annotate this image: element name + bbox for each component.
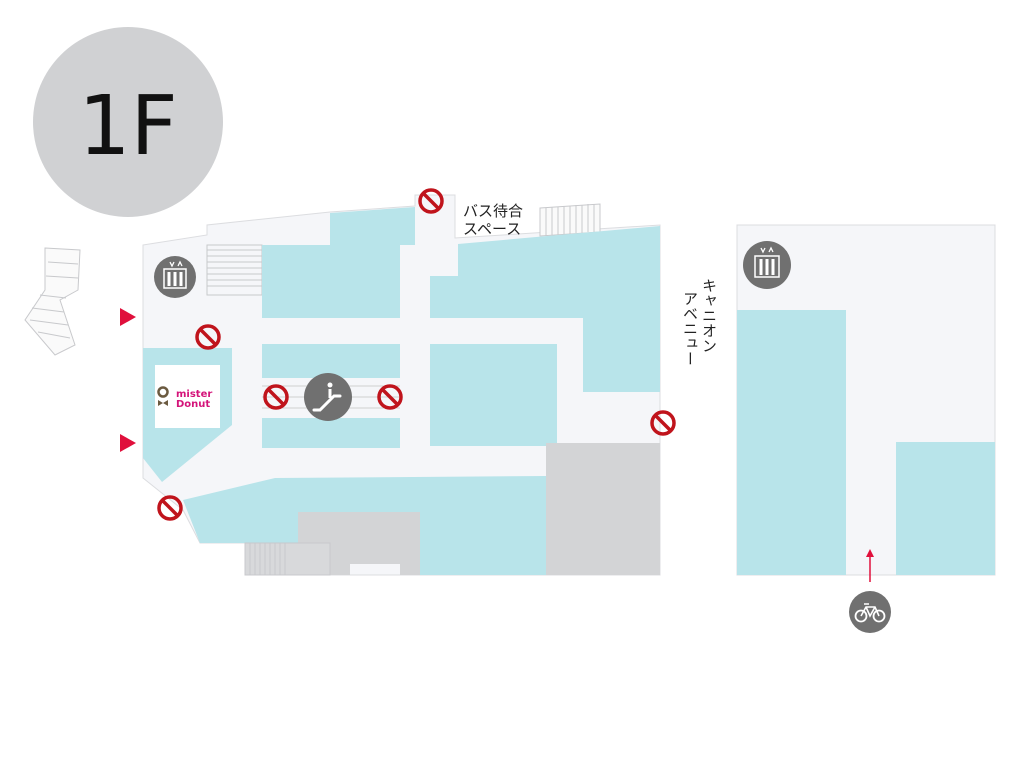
floor-label: 1F xyxy=(78,79,177,174)
no-entry-icon xyxy=(650,410,676,436)
shop-center-lower xyxy=(262,418,400,448)
shop-top-small xyxy=(330,207,415,245)
shop-right-tall xyxy=(737,310,846,575)
elevator-icon[interactable] xyxy=(743,241,791,289)
bicycle-entrance-arrow-icon xyxy=(866,549,874,582)
shop-bottom xyxy=(183,476,546,575)
donut-logo-icon xyxy=(157,386,169,398)
shop-top-right xyxy=(430,226,660,392)
entrance-arrow-icon xyxy=(120,434,136,452)
bicycle-parking-icon[interactable] xyxy=(849,591,891,633)
no-entry-icon xyxy=(157,495,183,521)
elevator-icon[interactable] xyxy=(154,256,196,298)
canyon-avenue-label-1: キャニオン xyxy=(700,278,718,353)
mister-donut-shop[interactable]: mister Donut xyxy=(155,365,220,428)
no-entry-icon xyxy=(195,324,221,350)
no-entry-icon xyxy=(377,384,403,410)
floor-badge: 1F xyxy=(33,27,223,217)
shop-top-left xyxy=(262,245,400,318)
shop-center-upper xyxy=(262,344,400,378)
bus-waiting-label-2: スペース xyxy=(463,220,521,238)
canyon-avenue-label-2: アベニュー xyxy=(681,291,699,366)
escalator-icon[interactable] xyxy=(304,373,352,421)
shop-center-right xyxy=(430,344,557,446)
no-entry-icon xyxy=(418,188,444,214)
shop-right-short xyxy=(896,442,995,575)
stairs-bottom xyxy=(244,542,331,576)
service-area-right xyxy=(546,443,660,575)
outdoor-stairs xyxy=(24,247,81,356)
mister-donut-line2: Donut xyxy=(176,399,210,410)
stairs-top-left xyxy=(206,244,263,296)
mister-donut-line1: mister xyxy=(176,389,212,400)
bus-waiting-label-1: バス待合 xyxy=(463,202,523,220)
entrance-arrow-icon xyxy=(120,308,136,326)
stairs-bus-space xyxy=(539,203,601,237)
no-entry-icon xyxy=(263,384,289,410)
